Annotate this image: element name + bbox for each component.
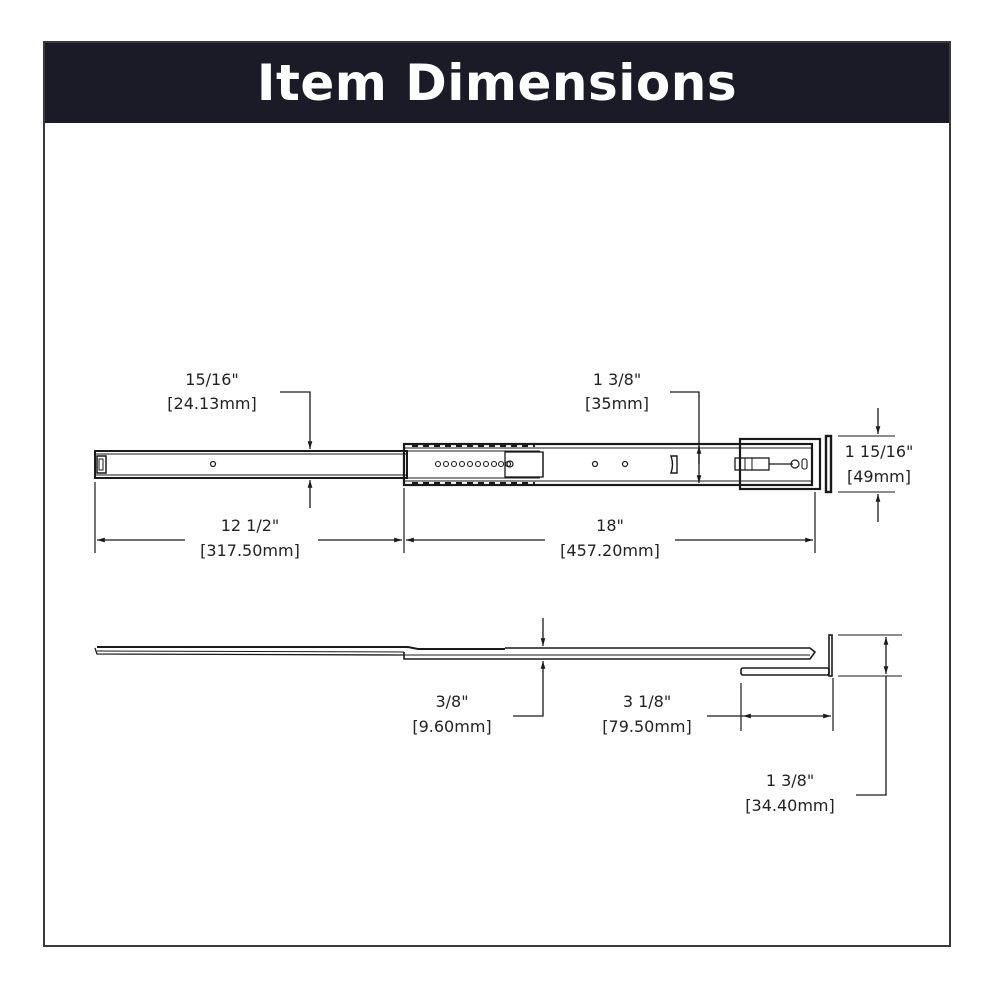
svg-text:12 1/2": 12 1/2"	[221, 516, 280, 535]
dimension-sheet-frame: Item Dimensions	[43, 41, 951, 947]
page-title: Item Dimensions	[256, 54, 738, 112]
rail-end-tab	[96, 455, 107, 474]
dimension-bracket-depth: 3 1/8" [79.50mm]	[602, 678, 834, 736]
dimension-thickness: 3/8" [9.60mm]	[412, 618, 546, 736]
dimension-slide-height: 1 3/8" [35mm]	[585, 370, 702, 483]
dimension-length-12-5: 12 1/2" [317.50mm]	[94, 482, 405, 560]
slide-top-view	[94, 434, 833, 494]
bearing-holes	[434, 460, 512, 468]
svg-text:3 1/8": 3 1/8"	[623, 692, 671, 711]
slot-cutout	[670, 455, 678, 474]
svg-text:[35mm]: [35mm]	[585, 394, 649, 413]
dimension-length-18: 18" [457.20mm]	[406, 492, 816, 560]
dimension-bracket-height: 1 15/16" [49mm]	[838, 408, 913, 522]
svg-text:[24.13mm]: [24.13mm]	[167, 394, 256, 413]
svg-text:3/8": 3/8"	[435, 692, 468, 711]
header-bar: Item Dimensions	[45, 43, 949, 123]
bracket-foot	[740, 667, 830, 676]
front-plate	[824, 434, 833, 494]
svg-text:[457.20mm]: [457.20mm]	[560, 541, 660, 560]
svg-text:[317.50mm]: [317.50mm]	[200, 541, 300, 560]
svg-text:[34.40mm]: [34.40mm]	[745, 796, 834, 815]
svg-text:[9.60mm]: [9.60mm]	[412, 717, 491, 736]
bracket-upright	[828, 634, 833, 677]
dimension-rail-height: 15/16" [24.13mm]	[167, 370, 313, 508]
svg-text:15/16": 15/16"	[185, 370, 238, 389]
inner-rail	[94, 450, 408, 479]
mount-hole	[621, 460, 629, 468]
svg-text:1 3/8": 1 3/8"	[766, 771, 814, 790]
svg-text:[79.50mm]: [79.50mm]	[602, 717, 691, 736]
mount-hole	[209, 460, 217, 468]
svg-text:18": 18"	[596, 516, 624, 535]
slide-side-view	[94, 634, 833, 677]
mount-hole	[591, 460, 599, 468]
svg-text:[49mm]: [49mm]	[847, 467, 911, 486]
svg-text:1 3/8": 1 3/8"	[593, 370, 641, 389]
svg-text:1 15/16": 1 15/16"	[845, 442, 914, 461]
front-bracket	[738, 437, 822, 491]
dimension-side-bracket-height: 1 3/8" [34.40mm]	[745, 634, 902, 815]
outer-rail	[402, 442, 814, 487]
